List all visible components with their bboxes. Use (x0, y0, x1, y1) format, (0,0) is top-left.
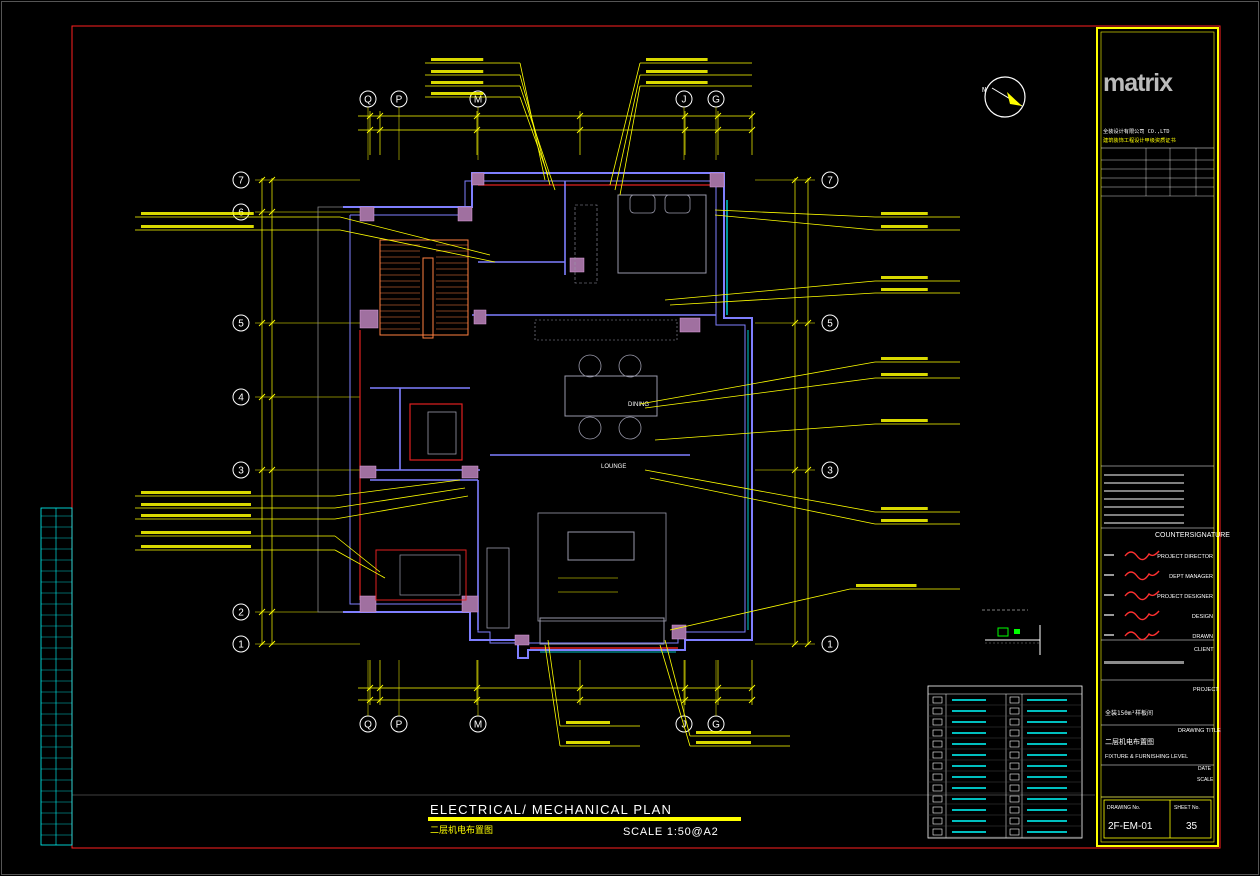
scale-label: SCALE (1197, 777, 1214, 783)
drawing-title-en: ELECTRICAL/ MECHANICAL PLAN (430, 802, 672, 817)
title-block: matrix 全装设计有限公司 CO.,LTD 建筑装饰工程设计甲级资质证书 C… (1096, 27, 1230, 847)
legend-socket-icon (982, 609, 1041, 655)
svg-text:G: G (712, 720, 720, 731)
svg-text:5: 5 (827, 319, 833, 330)
grid-bubble-bottom-Q: Q (359, 715, 377, 733)
signature (1124, 550, 1160, 561)
client-label: CLIENT (1194, 647, 1214, 653)
project-name: 全装150m²样板间 (1105, 709, 1153, 717)
role-label-dept-manager: DEPT MANAGER (1169, 574, 1213, 580)
role-label-drawn: DRAWN (1192, 634, 1213, 640)
dimension-lines (255, 111, 815, 705)
grid-bubble-bottom-G: G (707, 715, 725, 733)
svg-text:2: 2 (238, 608, 244, 619)
inner-wall (349, 180, 746, 644)
svg-text:G: G (712, 95, 720, 106)
svg-text:Q: Q (364, 720, 372, 731)
stair (379, 239, 469, 336)
grid-bubble-bottom-M: M (469, 715, 487, 733)
drawing-title-label: DRAWING TITLE (1178, 728, 1221, 734)
svg-text:P: P (396, 95, 403, 106)
svg-text:3: 3 (238, 466, 244, 477)
svg-text:J: J (682, 95, 687, 106)
svg-text:1: 1 (238, 640, 244, 651)
signature (1124, 570, 1160, 581)
grid-bubble-left-2: 2 (232, 603, 250, 621)
north-arrow-icon: N (982, 76, 1026, 118)
grid-bubble-top-P: P (390, 90, 408, 108)
grid-bubble-top-Q: Q (359, 90, 377, 108)
sheet-no-label: SHEET No. (1174, 805, 1200, 811)
drawing-title-cn: 二层机电布置图 (430, 824, 493, 835)
grid-bubble-bottom-J: J (675, 715, 693, 733)
dining-table (564, 375, 658, 417)
coffee-table (567, 531, 635, 561)
svg-text:5: 5 (238, 319, 244, 330)
role-label-project-director: PROJECT DIRECTOR (1157, 554, 1213, 560)
countersignature-label: COUNTERSIGNATURE (1155, 532, 1230, 539)
drawing-title-cn-tb: 二层机电布置图 (1105, 737, 1154, 746)
svg-text:3: 3 (827, 466, 833, 477)
bed (617, 194, 707, 274)
legend-table (927, 685, 1083, 839)
drawing-title-en-tb: FIXTURE & FURNISHING LEVEL (1105, 754, 1188, 760)
svg-text:M: M (474, 720, 482, 731)
signature (1124, 610, 1160, 621)
svg-text:Q: Q (364, 95, 372, 106)
svg-text:建筑装饰工程设计甲级资质证书: 建筑装饰工程设计甲级资质证书 (1103, 136, 1176, 144)
grid-bubble-right-3: 3 (821, 461, 839, 479)
signature (1124, 590, 1160, 601)
svg-text:4: 4 (238, 393, 244, 404)
grid-bubble-left-7: 7 (232, 171, 250, 189)
svg-text:P: P (396, 720, 403, 731)
floor-plan: LOUNGE DINING (317, 172, 753, 659)
grid-bubble-left-4: 4 (232, 388, 250, 406)
grid-axes: QPMJGQPMJG76543217531 (232, 90, 839, 733)
role-label-project-designer: PROJECT DESIGNER (1157, 594, 1213, 600)
grid-bubble-bottom-P: P (390, 715, 408, 733)
project-label: PROJECT (1193, 687, 1219, 693)
drawing-title-block: ELECTRICAL/ MECHANICAL PLAN 二层机电布置图 SCAL… (428, 802, 741, 838)
grid-bubble-right-5: 5 (821, 314, 839, 332)
drawing-frame (71, 25, 1221, 849)
role-label-design: DESIGN (1192, 614, 1213, 620)
drawing-scale: SCALE 1:50@A2 (623, 826, 719, 838)
svg-text:全装设计有限公司 CO.,LTD: 全装设计有限公司 CO.,LTD (1103, 127, 1170, 135)
left-revision-table (40, 507, 73, 846)
room-tag-dining: DINING (628, 402, 649, 408)
grid-bubble-top-J: J (675, 90, 693, 108)
signature (1124, 630, 1160, 641)
svg-text:N: N (982, 86, 986, 94)
grid-bubble-left-1: 1 (232, 635, 250, 653)
svg-text:1: 1 (827, 640, 833, 651)
rug (537, 512, 667, 622)
sheet-number: 35 (1186, 821, 1198, 832)
svg-text:M: M (474, 95, 482, 106)
annotation-leaders (135, 58, 960, 747)
tv-cabinet (486, 547, 510, 629)
sofa (539, 617, 665, 645)
grid-bubble-top-G: G (707, 90, 725, 108)
drawing-no-label: DRAWING No. (1107, 805, 1140, 811)
room-tag-lounge: LOUNGE (601, 464, 626, 470)
drawing-number: 2F-EM-01 (1108, 821, 1153, 832)
outer-wall (343, 172, 753, 659)
svg-text:7: 7 (238, 176, 244, 187)
grid-bubble-right-7: 7 (821, 171, 839, 189)
grid-bubble-left-5: 5 (232, 314, 250, 332)
company-logo: matrix (1103, 69, 1173, 97)
grid-bubble-right-1: 1 (821, 635, 839, 653)
svg-text:7: 7 (827, 176, 833, 187)
date-label: DATE (1198, 766, 1212, 772)
grid-bubble-left-3: 3 (232, 461, 250, 479)
